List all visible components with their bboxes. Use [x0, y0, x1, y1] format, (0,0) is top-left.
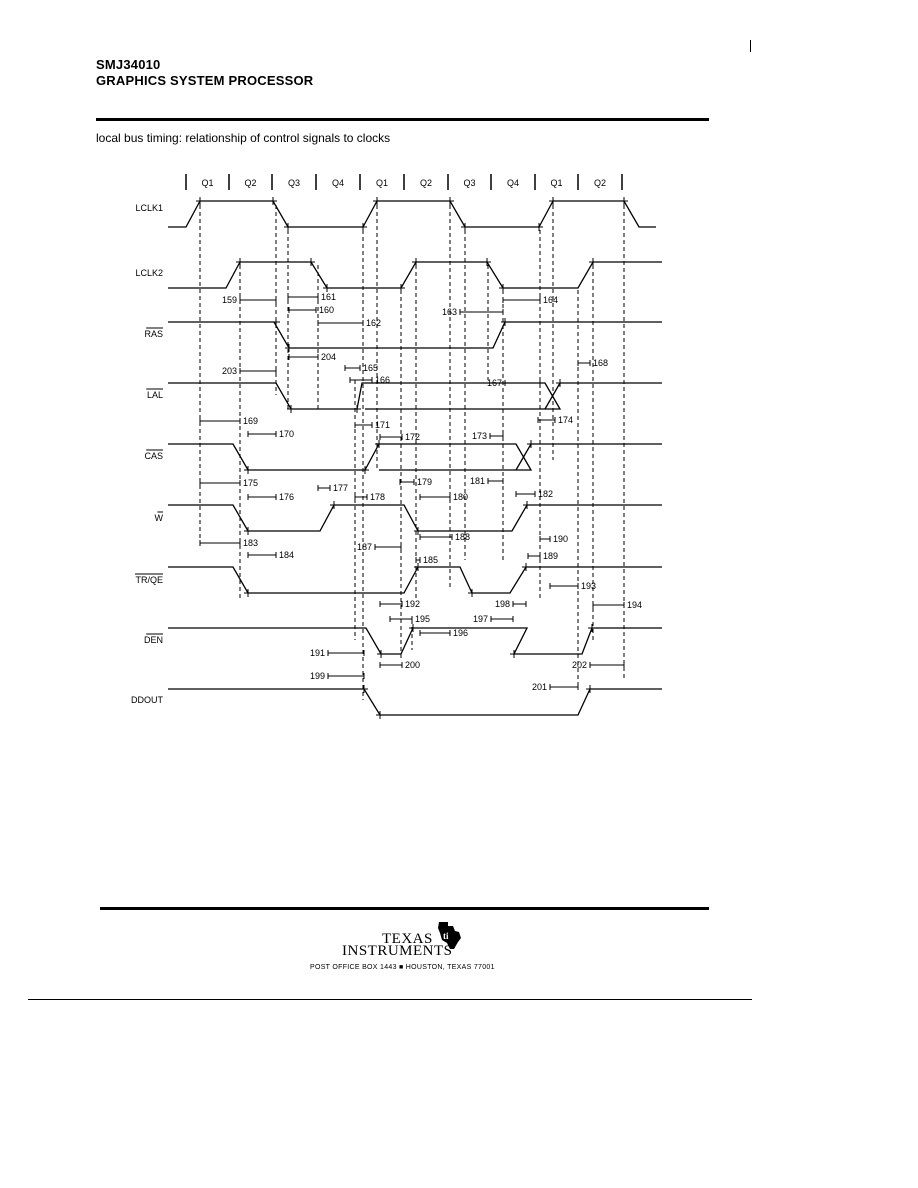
timing-param-169: 169: [243, 416, 258, 426]
quarter-label: Q1: [550, 178, 562, 188]
timing-param-204: 204: [321, 352, 336, 362]
timing-param-168: 168: [593, 358, 608, 368]
waveform-den: [168, 627, 662, 655]
product-name: GRAPHICS SYSTEM PROCESSOR: [96, 73, 314, 88]
timing-param-163: 163: [442, 307, 457, 317]
ti-logo-icon: ti: [438, 922, 461, 949]
scan-mark: [750, 40, 751, 52]
waveform-ddout: [168, 688, 662, 716]
quarter-label: Q2: [594, 178, 606, 188]
timing-param-180: 180: [453, 492, 468, 502]
waveform-lal: [168, 382, 562, 410]
waveform-cas: [168, 443, 533, 471]
signal-name-cas: CAS: [144, 451, 163, 461]
timing-param-201: 201: [532, 682, 547, 692]
signal-name-den: DEN: [144, 635, 163, 645]
signal-name-ddout: DDOUT: [131, 695, 163, 705]
timing-param-195: 195: [415, 614, 430, 624]
quarter-label: Q4: [507, 178, 519, 188]
header-rule: [96, 118, 709, 121]
timing-param-161: 161: [321, 292, 336, 302]
timing-param-194: 194: [627, 600, 642, 610]
timing-param-174: 174: [558, 415, 573, 425]
waveform-trqe: [168, 566, 662, 594]
timing-param-187: 187: [357, 542, 372, 552]
logo-instruments: INSTRUMENTS: [342, 943, 453, 959]
waveform-w: [168, 504, 662, 532]
svg-text:ti: ti: [443, 931, 449, 941]
signal-name-w: W: [155, 513, 164, 523]
timing-param-185: 185: [423, 555, 438, 565]
timing-param-167: 167: [487, 378, 502, 388]
timing-param-197: 197: [473, 614, 488, 624]
timing-param-160: 160: [319, 305, 334, 315]
logo-texas: TEXAS: [382, 931, 433, 947]
timing-param-182: 182: [538, 489, 553, 499]
timing-param-172: 172: [405, 432, 420, 442]
footer-rule: [100, 907, 709, 910]
timing-param-202: 202: [572, 660, 587, 670]
timing-param-175: 175: [243, 478, 258, 488]
timing-param-191: 191: [310, 648, 325, 658]
ti-logo: ti TEXAS INSTRUMENTS: [342, 918, 482, 959]
timing-param-203: 203: [222, 366, 237, 376]
timing-param-178: 178: [370, 492, 385, 502]
quarter-label: Q1: [201, 178, 213, 188]
timing-param-162: 162: [366, 318, 381, 328]
footer-address: POST OFFICE BOX 1443 ■ HOUSTON, TEXAS 77…: [310, 964, 495, 971]
timing-param-198: 198: [495, 599, 510, 609]
waveform-cas-rise: [515, 443, 662, 471]
quarter-label: Q2: [420, 178, 432, 188]
quarter-label: Q2: [244, 178, 256, 188]
timing-param-164: 164: [543, 295, 558, 305]
timing-param-183: 183: [243, 538, 258, 548]
part-number: SMJ34010: [96, 57, 161, 72]
signal-name-trqe: TR/QE: [135, 575, 163, 585]
timing-param-179: 179: [417, 477, 432, 487]
waveform-lclk2: [168, 261, 662, 289]
quarter-label: Q3: [463, 178, 475, 188]
timing-param-190: 190: [553, 534, 568, 544]
timing-param-165: 165: [363, 363, 378, 373]
timing-param-166: 166: [375, 375, 390, 385]
timing-param-159: 159: [222, 295, 237, 305]
waveform-lal-rise: [544, 382, 662, 410]
timing-param-184: 184: [279, 550, 294, 560]
timing-param-170: 170: [279, 429, 294, 439]
timing-param-188: 188: [455, 532, 470, 542]
page-bottom-rule: [28, 999, 752, 1000]
quarter-label: Q3: [288, 178, 300, 188]
section-title: local bus timing: relationship of contro…: [96, 131, 391, 145]
quarter-label: Q1: [376, 178, 388, 188]
timing-param-193: 193: [581, 581, 596, 591]
signal-name-lclk2: LCLK2: [135, 268, 163, 278]
timing-param-196: 196: [453, 628, 468, 638]
timing-param-176: 176: [279, 492, 294, 502]
timing-param-192: 192: [405, 599, 420, 609]
timing-param-199: 199: [310, 671, 325, 681]
signal-name-lal: LAL: [147, 390, 163, 400]
timing-param-173: 173: [472, 431, 487, 441]
timing-param-177: 177: [333, 483, 348, 493]
waveform-lclk1: [168, 200, 656, 228]
signal-name-ras: RAS: [144, 329, 163, 339]
timing-param-181: 181: [470, 476, 485, 486]
timing-param-171: 171: [375, 420, 390, 430]
timing-param-189: 189: [543, 551, 558, 561]
quarter-label: Q4: [332, 178, 344, 188]
signal-name-lclk1: LCLK1: [135, 203, 163, 213]
waveform-ras-high: [168, 321, 662, 349]
timing-param-200: 200: [405, 660, 420, 670]
